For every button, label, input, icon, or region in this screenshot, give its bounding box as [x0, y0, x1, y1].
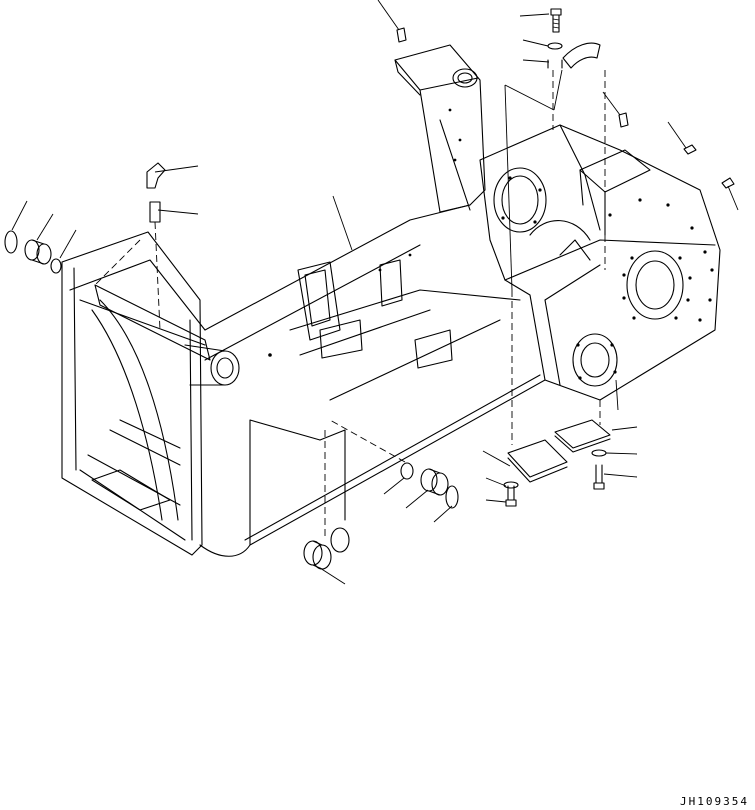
leader-lines: [11, 0, 739, 585]
grease-nipple-2: [721, 177, 735, 189]
clamp-bolt: [550, 8, 562, 33]
clamp-washer: [547, 42, 563, 50]
flange-bolt-holes: [268, 108, 714, 380]
assembly-lines: [94, 70, 606, 540]
clamp-foot: [547, 59, 563, 69]
cover-plate-2: [554, 419, 611, 449]
o-ring-left: [4, 230, 18, 254]
plate-washer-2: [591, 449, 607, 457]
housing-fitting: [618, 112, 629, 128]
bushing-left-inner: [50, 258, 62, 274]
elbow-fitting: [146, 162, 166, 189]
clamp-bracket: [562, 42, 601, 69]
drawing-reference-code: JH109354: [680, 795, 749, 808]
main-frame: [61, 44, 721, 557]
grease-nipple-1: [683, 144, 697, 155]
adapter-fitting: [149, 201, 161, 223]
plate-bolt-1: [505, 499, 517, 507]
seal-center: [420, 468, 438, 492]
exploded-parts: [4, 8, 735, 570]
o-ring-center: [445, 485, 459, 509]
plate-washer-1: [503, 481, 519, 489]
plate-bolt-2: [593, 482, 605, 490]
bottom-bushing-2: [330, 527, 350, 553]
cover-plate-1: [507, 439, 568, 478]
top-fitting: [396, 27, 407, 43]
bushing-center: [400, 462, 414, 480]
